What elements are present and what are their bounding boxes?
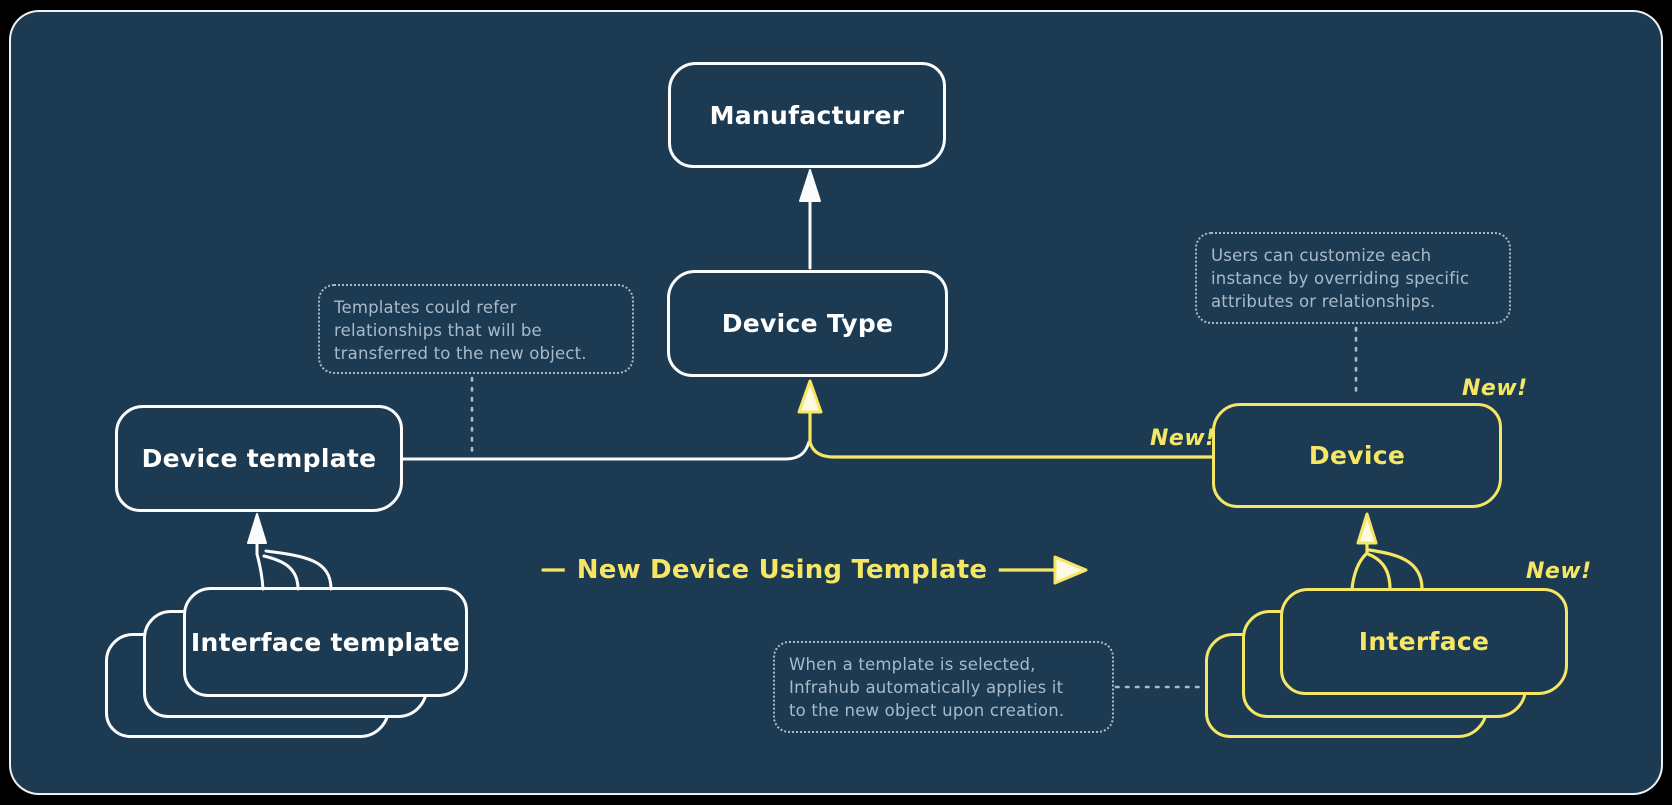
note-apply: When a template is selected, Infrahub au… [773, 641, 1114, 733]
note-line: attributes or relationships. [1211, 292, 1436, 311]
new-badge-device-link: New! [1150, 426, 1216, 451]
note-customize: Users can customize each instance by ove… [1195, 232, 1511, 324]
interface-node: Interface [1280, 588, 1568, 695]
note-line: relationships that will be [334, 321, 542, 340]
device-label: Device [1308, 441, 1406, 470]
manufacturer-node: Manufacturer [668, 62, 946, 168]
note-line: Users can customize each [1211, 246, 1432, 265]
note-line: instance by overriding specific [1211, 269, 1470, 288]
device-template-node: Device template [115, 405, 403, 512]
note-line: When a template is selected, [789, 655, 1036, 674]
flow-label: New Device Using Template [564, 550, 1000, 590]
interface-template-node: Interface template [183, 587, 468, 697]
note-line: Templates could refer [334, 298, 517, 317]
note-templates: Templates could refer relationships that… [318, 284, 634, 374]
device-template-label: Device template [141, 444, 377, 473]
new-badge-interface: New! [1526, 559, 1592, 584]
new-badge-device: New! [1462, 376, 1528, 401]
note-line: to the new object upon creation. [789, 701, 1065, 720]
device-type-node: Device Type [667, 270, 948, 377]
manufacturer-label: Manufacturer [709, 100, 905, 130]
device-node: Device [1212, 403, 1502, 508]
note-line: Infrahub automatically applies it [789, 678, 1064, 697]
note-line: transferred to the new object. [334, 344, 587, 363]
interface-label: Interface [1358, 627, 1490, 656]
device-type-label: Device Type [721, 309, 894, 338]
interface-template-label: Interface template [190, 627, 461, 657]
